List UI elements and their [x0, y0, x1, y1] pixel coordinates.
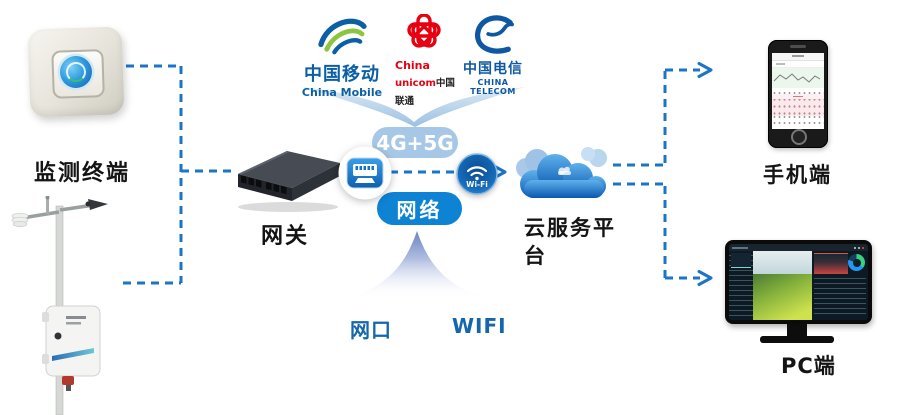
phone-image — [768, 40, 828, 148]
pc-dashboard-left-panel — [729, 251, 753, 320]
china-mobile-logo: 中国移动 China Mobile — [299, 12, 385, 99]
china-unicom-logo: China unicom中国联通 — [389, 13, 459, 107]
china-unicom-logo-icon — [407, 13, 441, 48]
china-telecom-logo-icon — [475, 15, 514, 54]
china-mobile-logo-icon — [318, 18, 367, 55]
gateway-label: 网关 — [261, 224, 310, 249]
ethernet-port-icon — [338, 146, 392, 200]
pc-label: PC端 — [781, 354, 836, 378]
wifi-icon: Wi-Fi — [456, 153, 498, 195]
pill-4g5g: 4G+5G — [372, 127, 458, 158]
pc-dashboard-donut-chart — [848, 254, 865, 271]
sensor-body — [27, 26, 125, 118]
phone-screen-pink-chart — [772, 99, 824, 116]
phone-screen-header — [772, 53, 824, 61]
pc-dashboard-data-rows — [814, 277, 866, 318]
pc-dashboard-red-chart — [814, 253, 848, 274]
china-mobile-en-text: China Mobile — [301, 86, 383, 99]
pc-dashboard-right-panel — [812, 251, 868, 320]
phone-screen — [772, 53, 824, 129]
china-unicom-en1-text: China — [395, 59, 430, 72]
phone-screen-green-chart — [772, 68, 824, 88]
pc-dashboard-topbar — [729, 244, 868, 251]
pc-dashboard-screen — [729, 244, 868, 320]
air-quality-sensor-image — [27, 26, 125, 118]
china-telecom-en-text: CHINA TELECOM — [470, 78, 516, 96]
pill-network: 网络 — [377, 192, 462, 225]
monitor-stand-neck — [787, 324, 807, 337]
china-unicom-en2-text: unicom — [395, 78, 436, 90]
phone-label: 手机端 — [763, 163, 832, 187]
phone-screen-pink-header — [772, 94, 824, 99]
terminal-label: 监测终端 — [34, 161, 131, 186]
pc-dashboard-field-view — [753, 251, 812, 320]
phone-screen-dotted-row — [772, 88, 824, 94]
china-unicom-cn-text: 中国联通 — [395, 78, 455, 107]
pc-monitor-image — [725, 240, 872, 324]
phone-screen-bottom-chart — [772, 116, 824, 128]
china-mobile-cn-text: 中国移动 — [304, 64, 380, 85]
china-telecom-logo: 中国电信 CHINA TELECOM — [457, 14, 529, 96]
china-telecom-cn-text: 中国电信 — [463, 61, 523, 77]
arrowhead-to-pc — [697, 270, 713, 286]
wifi-icon-text: Wi-Fi — [466, 180, 488, 189]
cloud-label: 云服务平台 — [524, 216, 616, 269]
gateway-image — [238, 151, 340, 212]
funnel-down-icon — [303, 87, 525, 127]
phone-screen-subheader — [772, 61, 824, 68]
weather-station-image — [11, 196, 108, 415]
pc-dashboard-left-chart — [731, 253, 751, 268]
monitor-stand-base — [760, 336, 834, 343]
china-unicom-line2: unicom中国联通 — [389, 72, 459, 107]
wifi-label: WIFI — [452, 314, 507, 338]
funnel-up-icon — [340, 231, 494, 299]
arrowhead-to-phone — [697, 62, 713, 78]
cloud-icon — [516, 147, 607, 198]
port-label: 网口 — [350, 318, 392, 342]
